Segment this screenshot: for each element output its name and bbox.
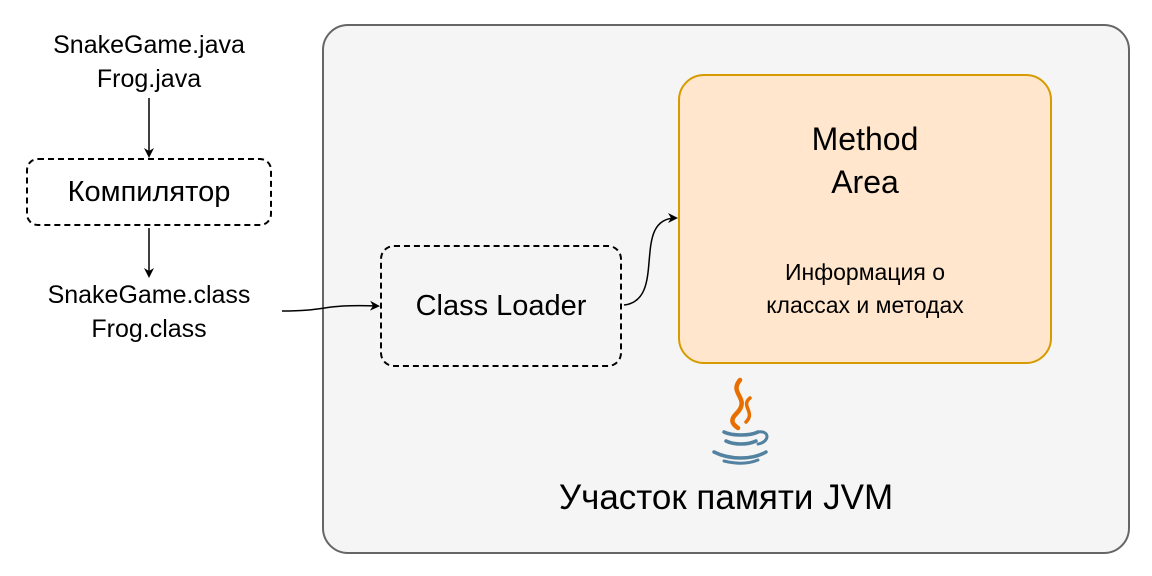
source-file-snakegame-java: SnakeGame.java xyxy=(53,31,245,59)
java-steam-left xyxy=(730,377,744,431)
method-area-description: Информация о классах и методах xyxy=(680,256,1050,322)
java-cup-handle xyxy=(756,430,769,446)
java-steam-right xyxy=(744,396,752,424)
method-area-title: Method Area xyxy=(680,118,1050,204)
source-file-frog-java: Frog.java xyxy=(96,65,202,93)
class-file-snakegame-class: SnakeGame.class xyxy=(47,281,251,309)
source-files-label: SnakeGame.java Frog.java xyxy=(10,28,288,96)
java-cup-band-2 xyxy=(724,439,758,446)
java-coffee-cup-icon xyxy=(712,377,769,465)
jvm-memory-label: Участок памяти JVM xyxy=(558,478,894,517)
method-area-description-line-2: классах и методах xyxy=(766,292,964,318)
java-cup-band-1 xyxy=(722,430,760,437)
java-cup-saucer xyxy=(722,458,760,465)
class-files-label: SnakeGame.class Frog.class xyxy=(10,278,288,346)
compiler-label: Компилятор xyxy=(67,175,231,208)
class-loader-label: Class Loader xyxy=(415,289,587,322)
method-area-title-line-2: Area xyxy=(831,164,899,200)
java-cup-base xyxy=(712,450,768,460)
method-area-description-line-1: Информация о xyxy=(784,259,945,285)
method-area-node: Method Area Информация о классах и метод… xyxy=(678,74,1052,364)
method-area-title-line-1: Method xyxy=(811,121,919,157)
class-loader-node: Class Loader xyxy=(380,245,622,367)
class-file-frog-class: Frog.class xyxy=(91,315,207,343)
compiler-node: Компилятор xyxy=(26,158,272,226)
